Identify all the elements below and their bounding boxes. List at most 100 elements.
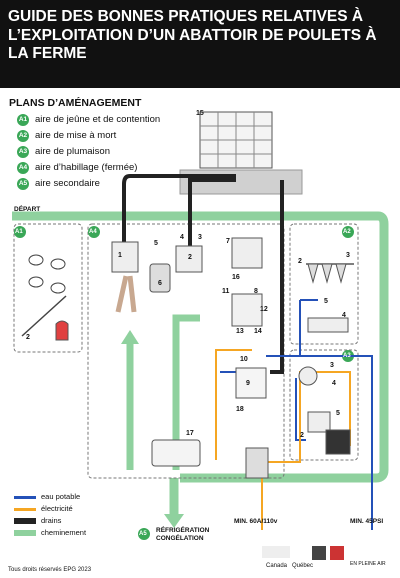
plans-heading: PLANS D’AMÉNAGEMENT (9, 97, 142, 109)
water-line-a2 (299, 299, 318, 356)
hanging-carcass (115, 275, 137, 313)
drain-line-3 (270, 180, 284, 374)
num-a2-3: 3 (346, 252, 350, 259)
logo-canada-text: Canada (266, 563, 288, 569)
water-line-a3 (295, 378, 306, 441)
kill-cone (335, 263, 347, 284)
kill-cone (321, 263, 333, 284)
area-badge: A3 (17, 146, 29, 158)
pressure-note: MIN. 45PSI (350, 518, 384, 525)
diagram-code-a1: A1 (15, 229, 23, 235)
area-item-a5: A5 aire secondaire (17, 178, 100, 190)
legend-path: cheminement (14, 528, 86, 539)
diagram-code-a3: A3 (343, 353, 351, 359)
legend-electric: électricité (14, 504, 73, 515)
num-a2-4: 4 (342, 312, 346, 319)
legend-swatch (14, 518, 36, 525)
path-route-main (12, 211, 389, 483)
area-badge: A2 (17, 130, 29, 142)
area-label: aire secondaire (35, 178, 100, 189)
bucket (149, 263, 171, 293)
area-a3-box (289, 349, 359, 461)
electric-line-a4 (215, 349, 252, 460)
legend-label: drains (41, 516, 62, 525)
water-line-main (266, 355, 373, 530)
num-18: 18 (236, 406, 244, 413)
num-7: 7 (226, 238, 230, 245)
area-item-a1: A1 aire de jeûne et de contention (17, 114, 160, 126)
logo-canada (262, 546, 290, 558)
chicken (50, 258, 66, 270)
kill-cone (307, 263, 319, 284)
drain-line-1 (122, 174, 236, 246)
num-a3-3: 3 (330, 362, 334, 369)
num-9: 9 (246, 380, 250, 387)
area-label: aire de jeûne et de contention (35, 114, 161, 125)
path-route-inner (172, 314, 200, 470)
chicken (28, 254, 44, 266)
logo-rooster (330, 546, 344, 560)
num-2: 2 (188, 254, 192, 261)
area-item-a4: A4 aire d’habillage (fermée) (17, 162, 137, 174)
num-15: 15 (196, 110, 204, 117)
cooler (151, 439, 201, 467)
num-10: 10 (240, 356, 248, 363)
legend-label: cheminement (41, 528, 87, 537)
tank-cage (200, 112, 272, 168)
waterer (55, 320, 69, 341)
legend-water: eau potable (14, 492, 80, 503)
num-16: 16 (232, 274, 240, 281)
power-note: MIN. 60A/110v (234, 518, 278, 525)
num-1: 1 (118, 252, 122, 259)
area-badge: A5 (17, 178, 29, 190)
path-arrow-up (121, 330, 139, 344)
bleed-trough (307, 317, 349, 333)
num-12: 12 (260, 306, 268, 313)
num-a2-2: 2 (298, 258, 302, 265)
num-3: 3 (198, 234, 202, 241)
path-arrow-down (164, 514, 184, 528)
num-5: 5 (154, 240, 158, 247)
legend-drain: drains (14, 516, 61, 527)
plucker (307, 411, 331, 433)
scalder-a3 (298, 366, 318, 386)
scalder (235, 367, 267, 399)
area-label: aire de mise à mort (35, 130, 117, 141)
legend-label: électricité (41, 504, 73, 513)
page-title: GUIDE DES BONNES PRATIQUES RELATIVES À L… (8, 8, 377, 62)
badge-a4 (88, 226, 100, 238)
plucker-motor (325, 429, 351, 455)
sink-1 (111, 241, 139, 273)
hook-stick (21, 295, 67, 337)
logo-quebec-text: Québec (292, 563, 314, 569)
area-a2-box (289, 223, 359, 345)
diagram-code-a2: A2 (343, 229, 351, 235)
area-item-a2: A2 aire de mise à mort (17, 130, 116, 142)
num-13: 13 (236, 328, 244, 335)
tray-organs (231, 293, 263, 327)
a5-destination: RÉFRIGÉRATION CONGÉLATION (156, 527, 210, 542)
legend-swatch (14, 507, 36, 511)
legend-swatch (14, 530, 36, 537)
num-8: 8 (254, 288, 258, 295)
copyright: Tous droits réservés EPG 2023 (8, 567, 92, 573)
badge-a1 (14, 226, 26, 238)
num-a3-4: 4 (332, 380, 336, 387)
diagram-code-a4: A4 (89, 229, 97, 235)
num-14: 14 (254, 328, 262, 335)
area-badge: A4 (17, 162, 29, 174)
electric-panel (245, 447, 269, 479)
num-a1-2: 2 (26, 334, 30, 341)
num-17: 17 (186, 430, 194, 437)
area-label: aire d’habillage (fermée) (35, 162, 138, 173)
logo-enpleine-text: EN PLEINE AIR (350, 561, 386, 567)
chicken (50, 282, 66, 294)
drain-line-2 (188, 178, 236, 246)
legend-label: eau potable (41, 492, 81, 501)
badge-a5 (138, 528, 150, 540)
num-6: 6 (158, 280, 162, 287)
area-badge: A1 (17, 114, 29, 126)
